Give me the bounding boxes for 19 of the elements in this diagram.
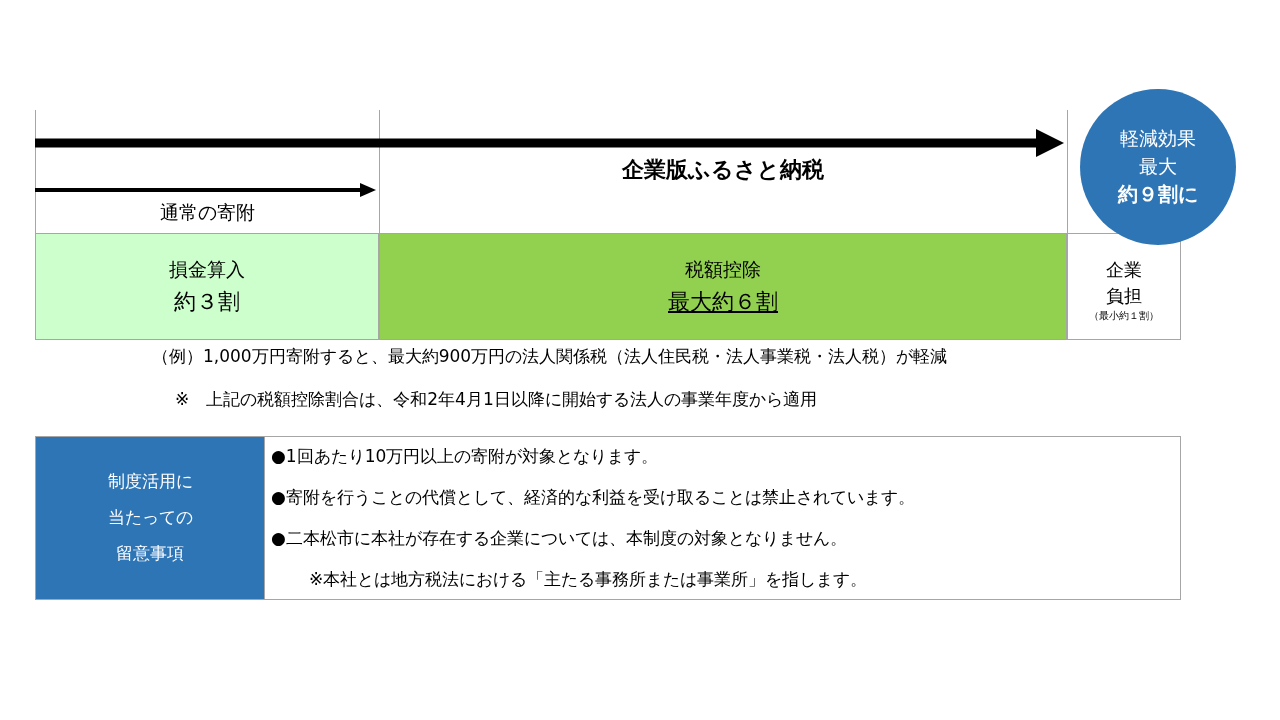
heading: 企業版ふるさと納税	[622, 156, 824, 184]
cell-label: 損金算入	[169, 256, 245, 282]
panel-heading: 制度活用に当たっての留意事項	[106, 470, 194, 565]
bullet-text: ●二本松市に本社が存在する企業については、本制度の対象となりません。	[271, 527, 847, 550]
bullet-text: ●寄附を行うことの代償として、経済的な利益を受け取ることは禁止されています。	[271, 486, 915, 509]
badge-text: 軽減効果	[1120, 125, 1196, 151]
note-text: （例）1,000万円寄附すると、最大約900万円の法人関係税（法人住民税・法人事業税・法人税）が軽減	[152, 345, 948, 368]
note-text: ※ 上記の税額控除割合は、令和2年4月1日以降に開始する法人の事業年度から適用	[175, 388, 817, 411]
value-label: 約３割	[174, 287, 240, 316]
note-text: （最小約１割）	[1089, 309, 1159, 324]
cell-label: 企業負担	[1105, 257, 1143, 308]
value-label: 最大約６割	[668, 287, 778, 316]
panel-background	[35, 436, 265, 600]
bullet-text: ●1回あたり10万円以上の寄附が対象となります。	[271, 445, 659, 468]
bullet-text: ※本社とは地方税法における「主たる事務所または事業所」を指します。	[309, 568, 868, 591]
badge-text: 約９割に	[1118, 181, 1198, 209]
cell-label: 税額控除	[685, 256, 761, 282]
cell-label: 通常の寄附	[159, 200, 255, 225]
badge-text: 最大	[1139, 153, 1177, 179]
